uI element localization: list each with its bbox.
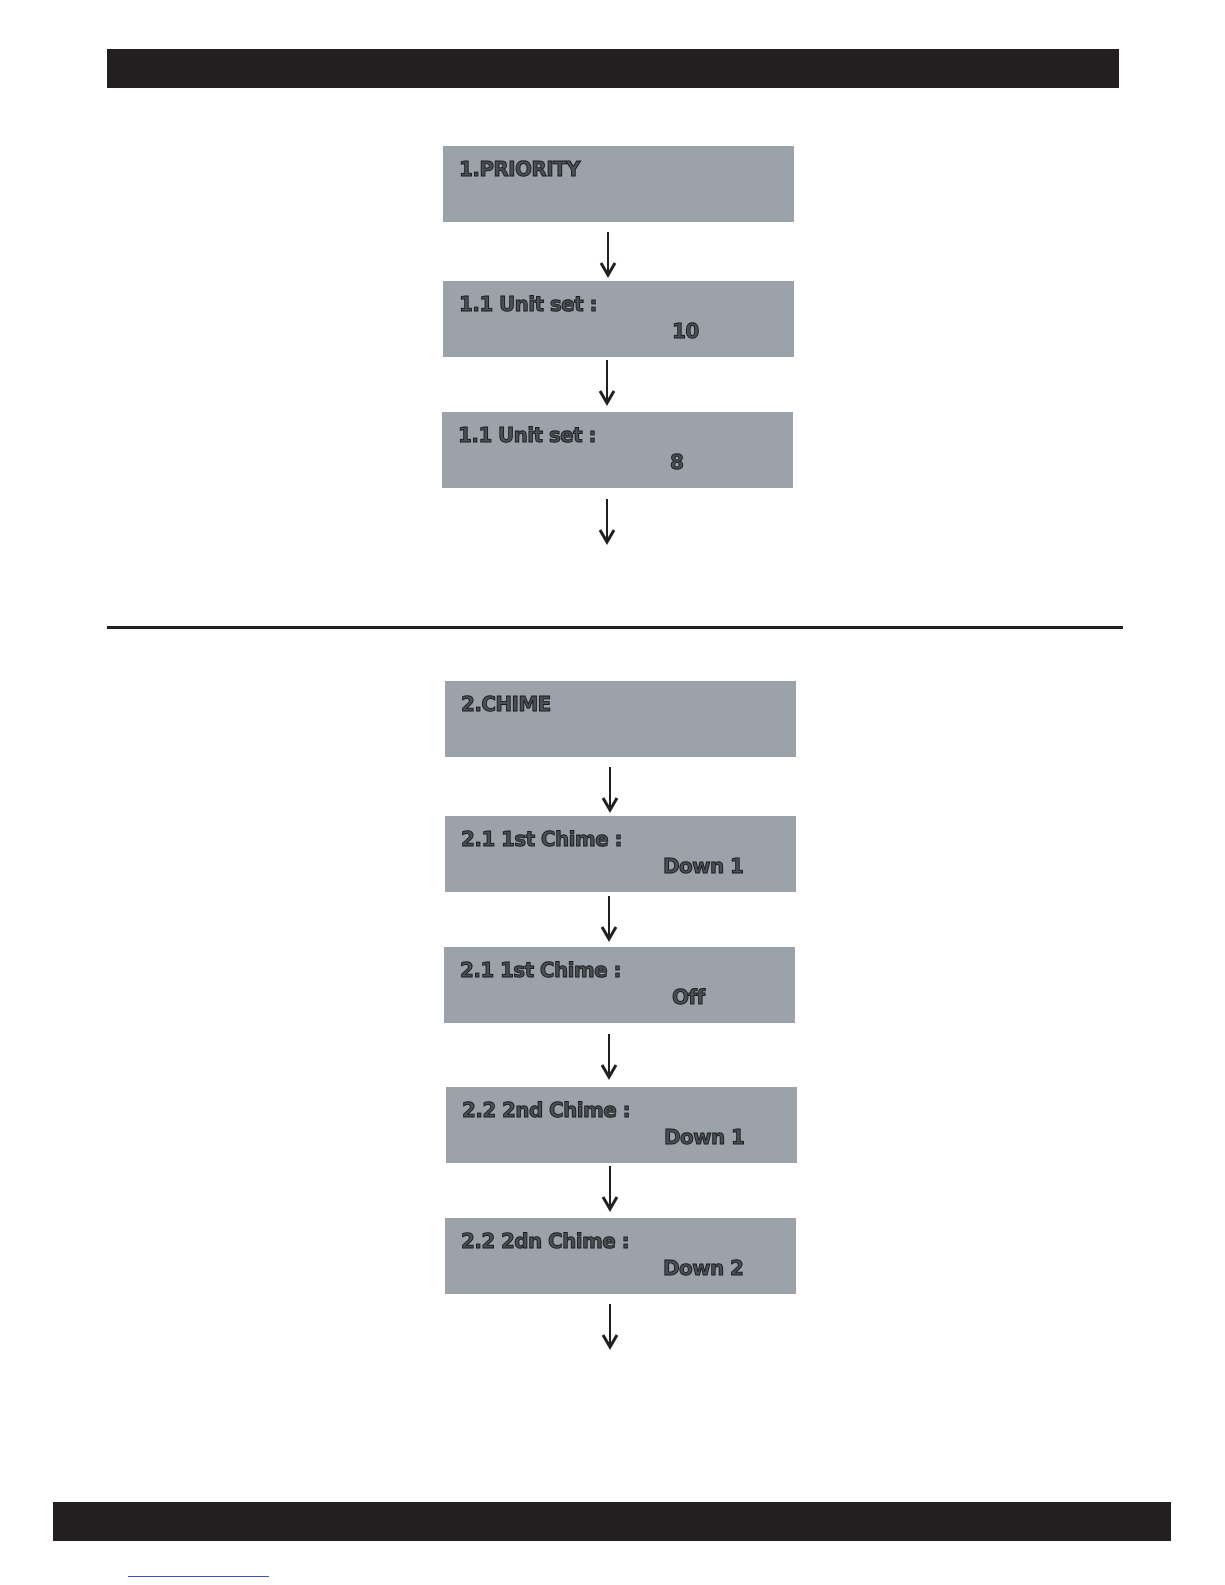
arrow-down-icon	[595, 497, 619, 545]
lcd-line2: Off	[672, 987, 705, 1007]
lcd-screen-second-chime-down1: 2.2 2nd Chime : Down 1	[446, 1087, 797, 1163]
lcd-screen-priority: 1.PRIORITY	[443, 146, 794, 222]
lcd-line2: 10	[672, 321, 699, 341]
lcd-line1: 1.PRIORITY	[459, 159, 580, 179]
lcd-line1: 1.1 Unit set :	[459, 294, 597, 314]
arrow-down-icon	[596, 230, 620, 278]
lcd-line1: 2.2 2nd Chime :	[462, 1100, 630, 1120]
arrow-down-icon	[598, 1164, 622, 1212]
arrow-down-icon	[597, 1032, 621, 1080]
lcd-screen-first-chime-off: 2.1 1st Chime : Off	[444, 947, 795, 1023]
arrow-down-icon	[597, 894, 621, 942]
lcd-screen-unit-set-8: 1.1 Unit set : 8	[442, 412, 793, 488]
footer-underline	[128, 1576, 269, 1577]
arrow-down-icon	[598, 1302, 622, 1350]
lcd-line2: Down 1	[664, 1127, 744, 1147]
lcd-line2: Down 2	[663, 1258, 743, 1278]
arrow-down-icon	[595, 358, 619, 406]
lcd-line2: Down 1	[663, 856, 743, 876]
section-divider	[107, 626, 1123, 629]
lcd-line1: 2.CHIME	[461, 694, 551, 714]
lcd-screen-unit-set-10: 1.1 Unit set : 10	[443, 281, 794, 357]
arrow-down-icon	[598, 765, 622, 813]
lcd-screen-chime: 2.CHIME	[445, 681, 796, 757]
lcd-screen-first-chime-down1: 2.1 1st Chime : Down 1	[445, 816, 796, 892]
lcd-line2: 8	[670, 452, 683, 472]
lcd-line1: 2.1 1st Chime :	[460, 960, 621, 980]
lcd-line1: 2.1 1st Chime :	[461, 829, 622, 849]
lcd-line1: 2.2 2dn Chime :	[461, 1231, 629, 1251]
lcd-screen-second-chime-down2: 2.2 2dn Chime : Down 2	[445, 1218, 796, 1294]
lcd-line1: 1.1 Unit set :	[458, 425, 596, 445]
header-bar	[107, 49, 1119, 88]
footer-bar	[53, 1502, 1171, 1541]
